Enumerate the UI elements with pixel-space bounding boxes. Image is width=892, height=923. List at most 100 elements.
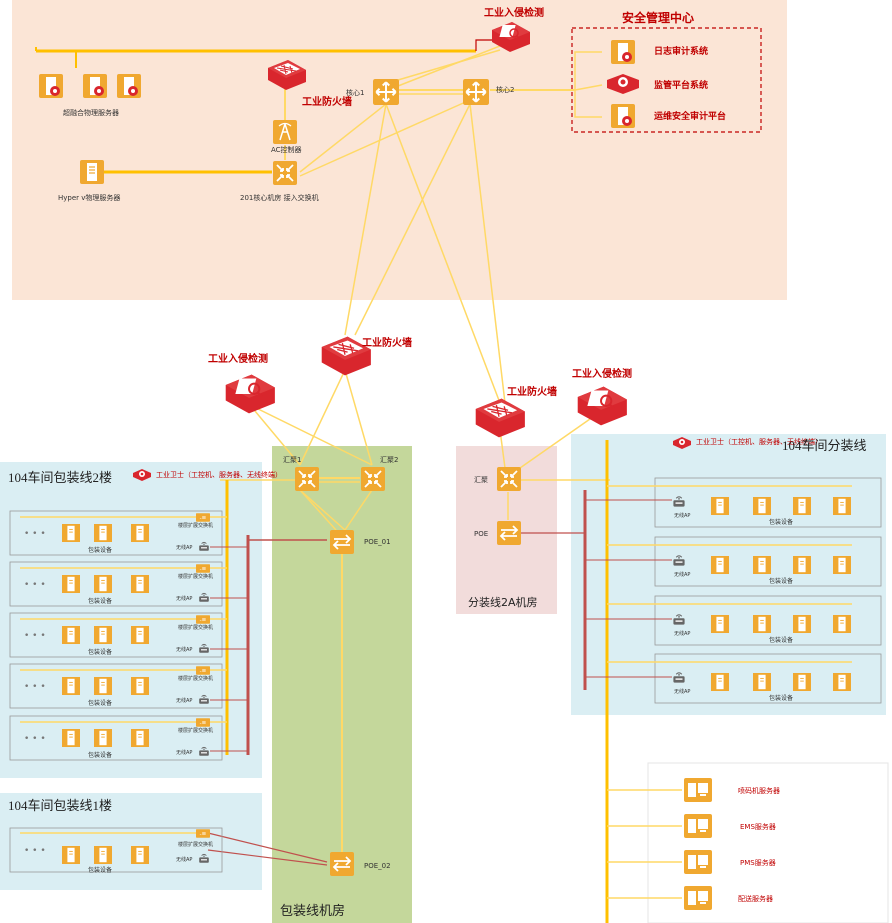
top-ids-label: 工业入侵检测 [484,6,544,19]
security-item-2: 监管平台系统 [654,79,708,91]
device-icon [131,677,149,695]
server-icon [684,778,712,802]
pkg1-row: • • • 包装设备 楼层扩展交换机 无线AP [24,829,213,874]
mid-firewall-left-label: 工业防火墙 [362,336,412,349]
device-icon [793,615,811,633]
ac-controller [273,120,297,144]
pkg2-row: • • • 包装设备 楼层扩展交换机 无线AP [24,718,213,759]
ap-label: 无线AP [176,646,192,653]
pkg1-zone [0,793,262,890]
server-icon [39,74,63,98]
device-icon [833,556,851,574]
server-label: PMS服务器 [740,858,776,867]
device-label: 包装设备 [769,694,793,702]
ap-label: 无线AP [176,856,192,863]
device-icon [833,497,851,515]
security-center-title: 安全管理中心 [622,10,694,25]
core2-icon [463,79,489,105]
device-label: 包装设备 [769,636,793,644]
switch-label: 楼层扩展交换机 [178,841,213,848]
core2-label: 核心2 [496,85,514,94]
switch-icon [196,513,210,522]
mid-ids-right-label: 工业入侵检测 [572,367,632,380]
device-icon [793,497,811,515]
server-icon [684,814,712,838]
device-label: 包装设备 [88,699,112,707]
server-icon [684,886,712,910]
switch-icon [196,564,210,573]
packaging-room-title: 包装线机房 [280,903,345,919]
ids-icon [576,385,628,427]
firewall-icon [475,397,526,439]
pkg1-title: 104车间包装线1楼 [8,798,112,813]
device-icon [131,846,149,864]
split-room-title: 分装线2A机房 [468,595,538,609]
dots: • • • [24,529,46,539]
device-icon [793,556,811,574]
split-rows [585,477,882,704]
top-links [35,38,603,404]
ac-label: AC控制器 [271,145,302,154]
switch-label: 楼层扩展交换机 [178,573,213,580]
mid-ids-left-label: 工业入侵检测 [208,352,268,365]
switch-icon [196,615,210,624]
device-icon [131,626,149,644]
poe1-label: POE_01 [364,538,391,546]
device-icon [753,673,771,691]
split-row: 无线AP 包装设备 [672,555,851,585]
device-icon [62,524,80,542]
split-guard-label: 工业卫士（工控机、服务器、无线终端） [696,437,822,446]
device-icon [94,626,112,644]
pkg2-guard-label: 工业卫士（工控机、服务器、无线终端） [156,470,282,479]
switch-icon [196,666,210,675]
device-icon [94,677,112,695]
device-icon [62,846,80,864]
device-icon [62,729,80,747]
split-zone [571,434,886,715]
pkg2-rows [9,510,248,873]
switch-label: 楼层扩展交换机 [178,727,213,734]
poe2-icon [330,852,354,876]
agg2-icon [361,467,385,491]
split-agg-icon [497,467,521,491]
device-icon [62,626,80,644]
device-icon [833,673,851,691]
ap-label: 无线AP [176,697,192,704]
ap-label: 无线AP [674,688,690,695]
split-poe-icon [497,521,521,545]
switch-label: 楼层扩展交换机 [178,624,213,631]
hyperv-label: Hyper v物理服务器 [58,193,120,202]
ap-label: 无线AP [176,595,192,602]
device-icon [753,615,771,633]
access-switch-icon [273,161,297,185]
device-label: 包装设备 [88,597,112,605]
ap-label: 无线AP [176,749,192,756]
device-label: 包装设备 [769,518,793,526]
device-icon [711,673,729,691]
dots: • • • [24,631,46,641]
switch-label: 楼层扩展交换机 [178,522,213,529]
dots: • • • [24,580,46,590]
hyperv-server-icon [80,160,104,184]
ap-label: 无线AP [674,630,690,637]
pkg2-row: • • • 包装设备 楼层扩展交换机 无线AP [24,615,213,656]
device-icon [833,615,851,633]
split-row: 无线AP 包装设备 [672,672,851,702]
device-icon [131,729,149,747]
device-label: 包装设备 [88,751,112,759]
server-icon [83,74,107,98]
security-center-box [571,27,762,133]
device-icon [711,615,729,633]
device-icon [711,556,729,574]
switch-icon [196,718,210,727]
device-icon [94,575,112,593]
ap-label: 无线AP [674,512,690,519]
agg2-label: 汇聚2 [380,456,398,464]
device-icon [94,524,112,542]
server-group-label: 超融合物理服务器 [63,108,119,117]
server-icon [684,850,712,874]
split-poe-label: POE [474,530,488,538]
core1-label: 核心1 [346,88,364,97]
device-label: 包装设备 [769,577,793,585]
